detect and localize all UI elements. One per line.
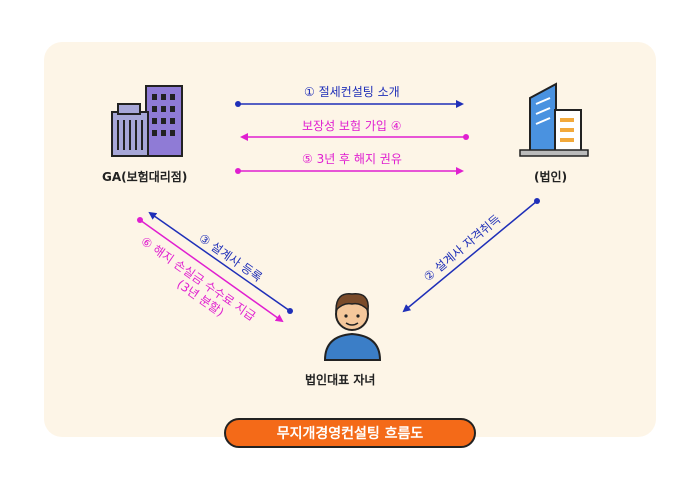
arrow-5-label: ⑤ 3년 후 해지 권유: [302, 152, 402, 166]
ga-label: GA(보험대리점): [102, 170, 188, 184]
corp-label: (법인): [534, 170, 568, 184]
person-icon: [323, 293, 382, 361]
arrow-3: [148, 211, 293, 314]
child-label: 법인대표 자녀: [305, 373, 376, 387]
diagram-title: 무지개경영컨설팅 흐름도: [224, 418, 476, 448]
arrow-5: [235, 167, 464, 175]
arrow-4: [240, 133, 469, 141]
arrow-1: [235, 100, 464, 108]
corporate-building-icon: [519, 82, 589, 157]
ga-building-icon: [111, 85, 183, 157]
arrow-4-label: 보장성 보험 가입 ④: [302, 119, 402, 133]
arrow-2-label: ② 설계사 자격취득: [421, 212, 503, 284]
arrow-6: [137, 217, 284, 323]
arrow-1-label: ① 절세컨설팅 소개: [304, 85, 400, 99]
arrow-2: [402, 198, 540, 313]
